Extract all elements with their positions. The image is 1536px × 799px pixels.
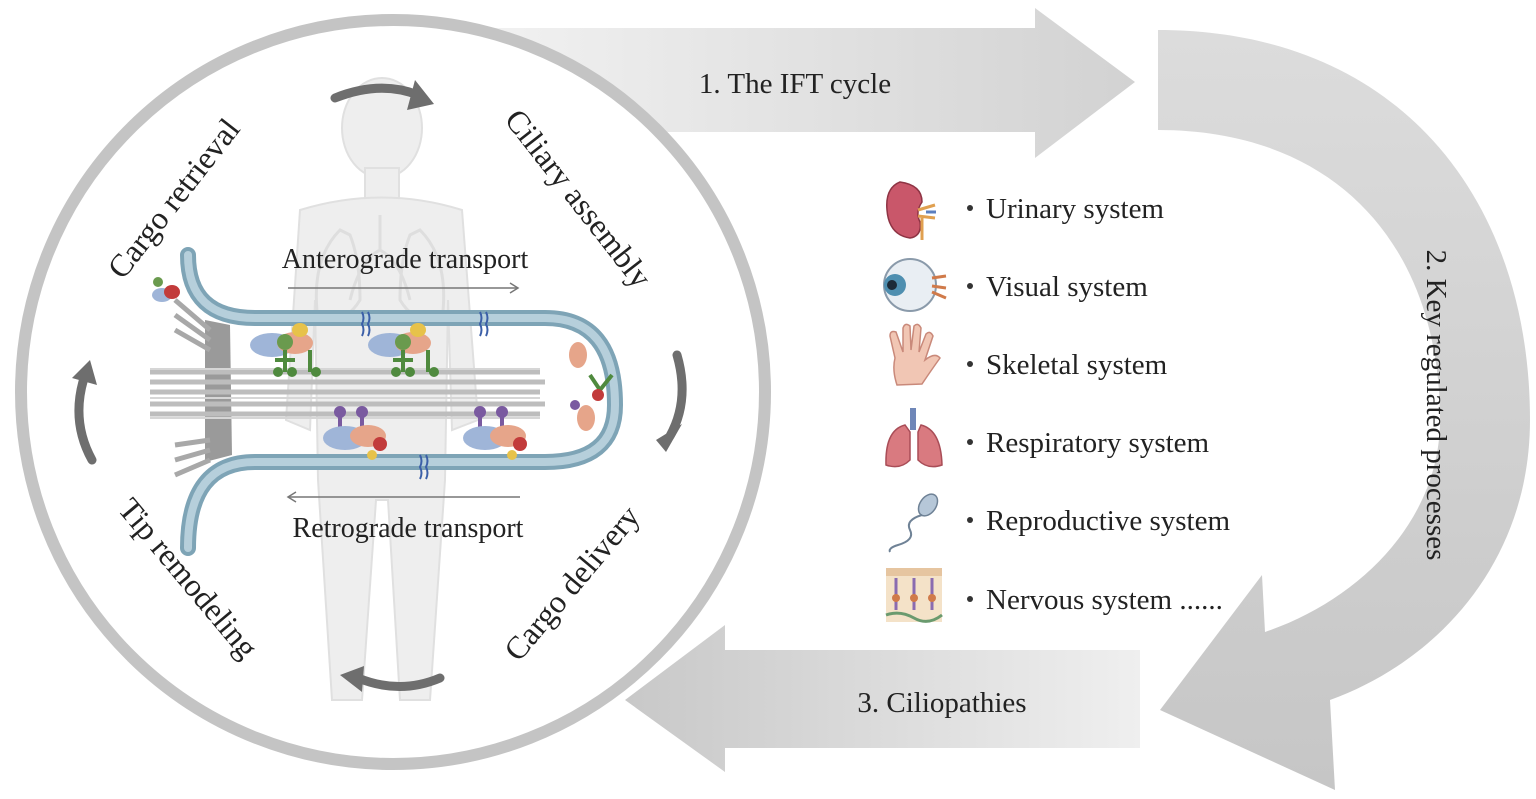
- hand-icon: [889, 323, 941, 386]
- system-label-visual: Visual system: [986, 271, 1148, 303]
- step1-label: 1. The IFT cycle: [699, 68, 891, 100]
- bullet: [967, 439, 973, 445]
- cycle-arrow-right: [665, 350, 687, 441]
- neurons-icon: [885, 568, 943, 623]
- system-label-urinary: Urinary system: [986, 193, 1164, 225]
- tip-components: [569, 342, 614, 431]
- system-label-reproductive: Reproductive system: [986, 505, 1230, 537]
- step2-arrow: [1158, 30, 1530, 790]
- cilium: [150, 247, 624, 556]
- eye-icon: [883, 258, 947, 312]
- system-label-skeletal: Skeletal system: [986, 349, 1168, 381]
- step2-label: 2. Key regulated processes: [1420, 250, 1452, 561]
- cycle-arrow-bottom: [353, 673, 445, 691]
- lungs-icon: [885, 408, 943, 468]
- retrograde-train-2: [463, 406, 527, 460]
- cycle-arrows: [74, 83, 687, 691]
- bullet: [967, 283, 973, 289]
- anterograde-train-1: [250, 323, 321, 377]
- bullet: [967, 596, 973, 602]
- bullet: [967, 205, 973, 211]
- kidney-icon: [886, 181, 936, 240]
- cargo-retrieval-complex: [152, 277, 180, 302]
- systems-list: Urinary system Visual system Skeletal sy…: [883, 181, 1230, 623]
- retrograde-label: Retrograde transport: [293, 513, 524, 544]
- anterograde-label: Anterograde transport: [282, 244, 529, 275]
- cycle-arrow-top: [330, 83, 423, 103]
- sperm-icon: [888, 493, 939, 553]
- anterograde-train-2: [368, 323, 439, 377]
- bullet: [967, 517, 973, 523]
- bullet: [967, 361, 973, 367]
- cycle-arrow-left: [74, 370, 97, 465]
- retrograde-train-1: [323, 406, 387, 460]
- transport-arrows: [286, 282, 520, 503]
- step3-arrow: [625, 625, 1140, 772]
- step3-label: 3. Ciliopathies: [857, 687, 1026, 719]
- cycle-arrowheads: [72, 80, 682, 692]
- system-label-nervous: Nervous system ......: [986, 584, 1223, 616]
- system-label-respiratory: Respiratory system: [986, 427, 1210, 459]
